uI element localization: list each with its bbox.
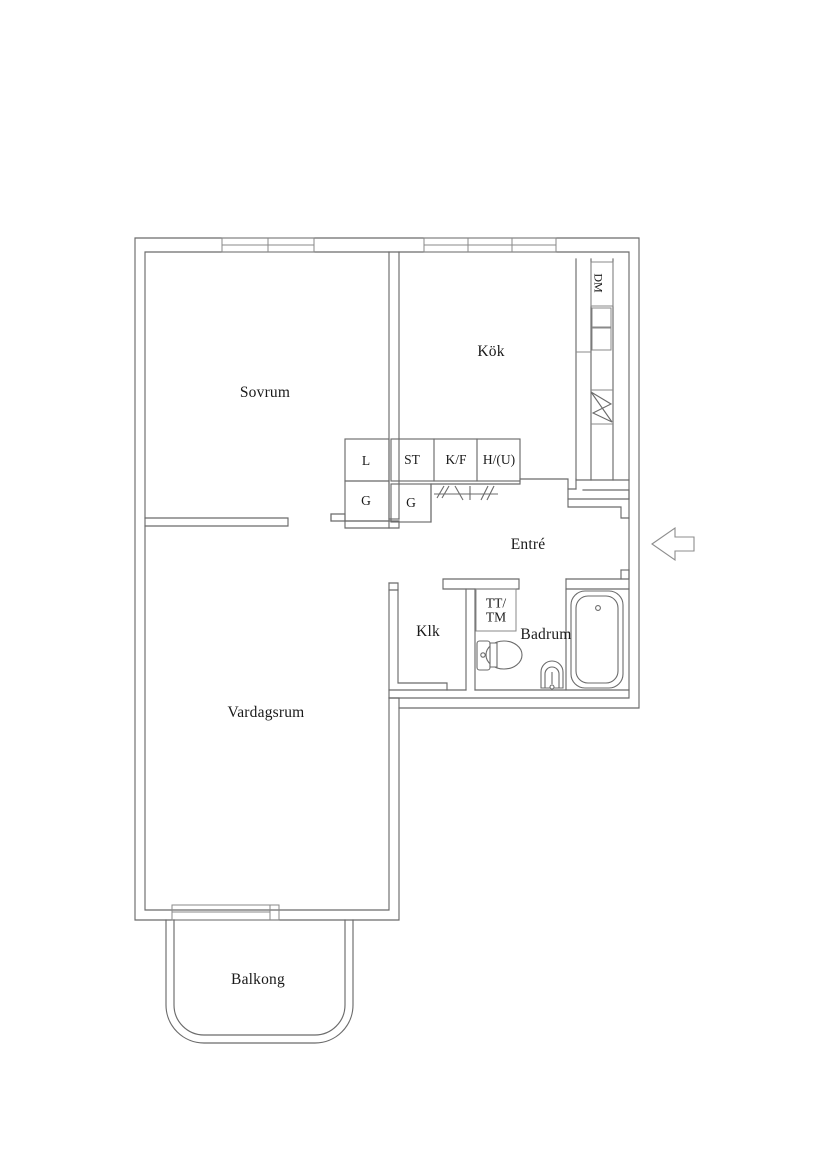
- closet-label-kf: K/F: [445, 451, 467, 467]
- kitchen-counter: [575, 258, 630, 481]
- room-label-klk: Klk: [416, 623, 440, 640]
- klk-walls: [388, 578, 520, 699]
- closet-block-left: [330, 438, 400, 529]
- room-label-kok: Kök: [477, 343, 505, 360]
- room-label-sovrum: Sovrum: [239, 384, 291, 401]
- balcony-door: [171, 904, 280, 921]
- wall-entre-vardagsrum: [388, 697, 400, 709]
- room-label-badrum: Badrum: [520, 626, 572, 643]
- closet-label-g-left: G: [361, 492, 371, 508]
- outer-walls: [134, 237, 640, 921]
- tt-tm-box: [475, 588, 517, 632]
- washbasin: [540, 660, 564, 690]
- toilet: [476, 640, 523, 671]
- room-label-vardagsrum: Vardagsrum: [227, 704, 305, 721]
- closet-label-hu: H/(U): [482, 451, 516, 467]
- closet-label-g-kitchen: G: [406, 494, 416, 510]
- closet-label-tt-tm: TT/ TM: [485, 595, 507, 624]
- closet-label-l: L: [361, 452, 371, 468]
- balcony: [165, 919, 354, 1044]
- appliance-label-dm: DM: [591, 273, 606, 293]
- partition-sovrum-vardagsrum: [144, 517, 289, 527]
- room-label-entre: Entré: [510, 536, 546, 553]
- closet-block-kitchen: [390, 438, 521, 523]
- bathtub: [570, 590, 624, 689]
- wall-kok-entre: [519, 478, 630, 519]
- window-group-kok: [423, 237, 557, 253]
- room-label-balkong: Balkong: [231, 971, 285, 988]
- door-swing-hatch: [434, 485, 498, 501]
- entrance-arrow: [651, 526, 695, 562]
- window-group-sovrum: [221, 237, 315, 253]
- closet-label-st: ST: [404, 451, 420, 467]
- badrum-walls: [474, 569, 630, 691]
